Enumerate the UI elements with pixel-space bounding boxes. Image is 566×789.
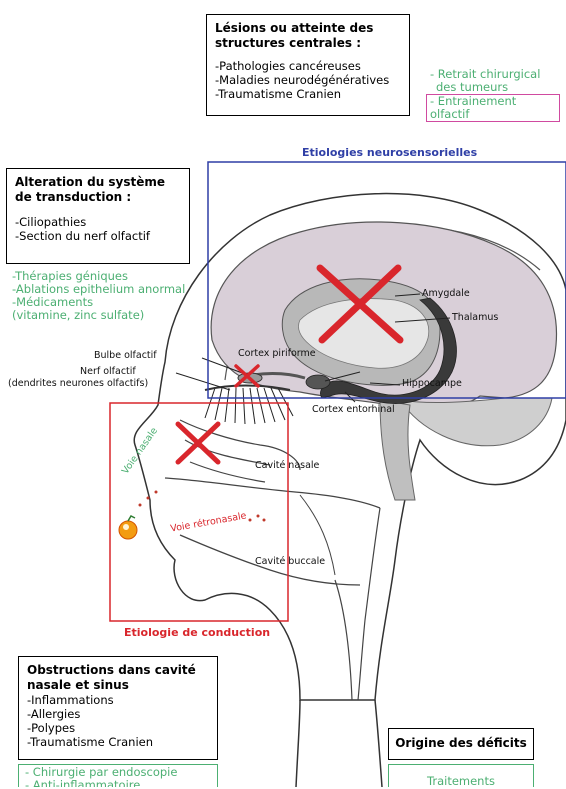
label-cavite-nasale: Cavité nasale (255, 460, 319, 471)
legend-origin-label: Origine des déficits (395, 736, 527, 750)
obstruction-treatments: - Chirurgie par endoscopie - Anti-inflam… (18, 764, 218, 787)
conduction-region-title: Etiologie de conduction (124, 626, 270, 639)
central-lesions-box: Lésions ou atteinte des structures centr… (206, 14, 410, 116)
label-nerf-olfactif: Nerf olfactif (80, 366, 136, 377)
label-cavite-buccale: Cavité buccale (255, 556, 325, 567)
legend-treatments-box: Traitements (388, 764, 534, 787)
label-cortex-piriforme: Cortex piriforme (238, 348, 316, 359)
central-lesions-title: Lésions ou atteinte des structures centr… (215, 21, 401, 51)
treatment-item-highlighted: - Entrainement olfactif (426, 94, 560, 122)
list-item: -Allergies (27, 707, 209, 721)
transduction-treatments: -Thérapies géniques -Ablations epitheliu… (12, 270, 185, 322)
list-item: -Traumatisme Cranien (215, 87, 401, 101)
list-item: -Ciliopathies (15, 215, 181, 229)
legend-treatments-label: Traitements (427, 774, 495, 788)
list-item: -Pathologies cancéreuses (215, 59, 401, 73)
neurosensory-region-title: Etiologies neurosensorielles (302, 146, 477, 159)
label-nerf-olfactif-detail: (dendrites neurones olfactifs) (8, 378, 148, 389)
list-item: -Inflammations (27, 693, 209, 707)
central-treatments: - Retrait chirurgical des tumeurs - Entr… (430, 68, 560, 122)
treatment-item: - Anti-inflammatoire (25, 779, 211, 787)
transduction-box: Alteration du système de transduction : … (6, 168, 190, 264)
obstruction-box: Obstructions dans cavité nasale et sinus… (18, 656, 218, 760)
label-amygdale: Amygdale (422, 288, 470, 299)
list-item: -Section du nerf olfactif (15, 229, 181, 243)
list-item: -Traumatisme Cranien (27, 735, 209, 749)
obstruction-title: Obstructions dans cavité nasale et sinus (27, 663, 197, 693)
treatment-item: des tumeurs (430, 81, 560, 94)
list-item: -Maladies neurodégénératives (215, 73, 401, 87)
list-item: -Polypes (27, 721, 209, 735)
treatment-item: (vitamine, zinc sulfate) (12, 309, 185, 322)
legend-origin-box: Origine des déficits (388, 728, 534, 760)
label-cortex-entorhinal: Cortex entorhinal (312, 404, 395, 415)
label-thalamus: Thalamus (452, 312, 498, 323)
label-hippocampe: Hippocampe (402, 378, 462, 389)
label-bulbe-olfactif: Bulbe olfactif (94, 350, 157, 361)
transduction-title: Alteration du système de transduction : (15, 175, 181, 205)
